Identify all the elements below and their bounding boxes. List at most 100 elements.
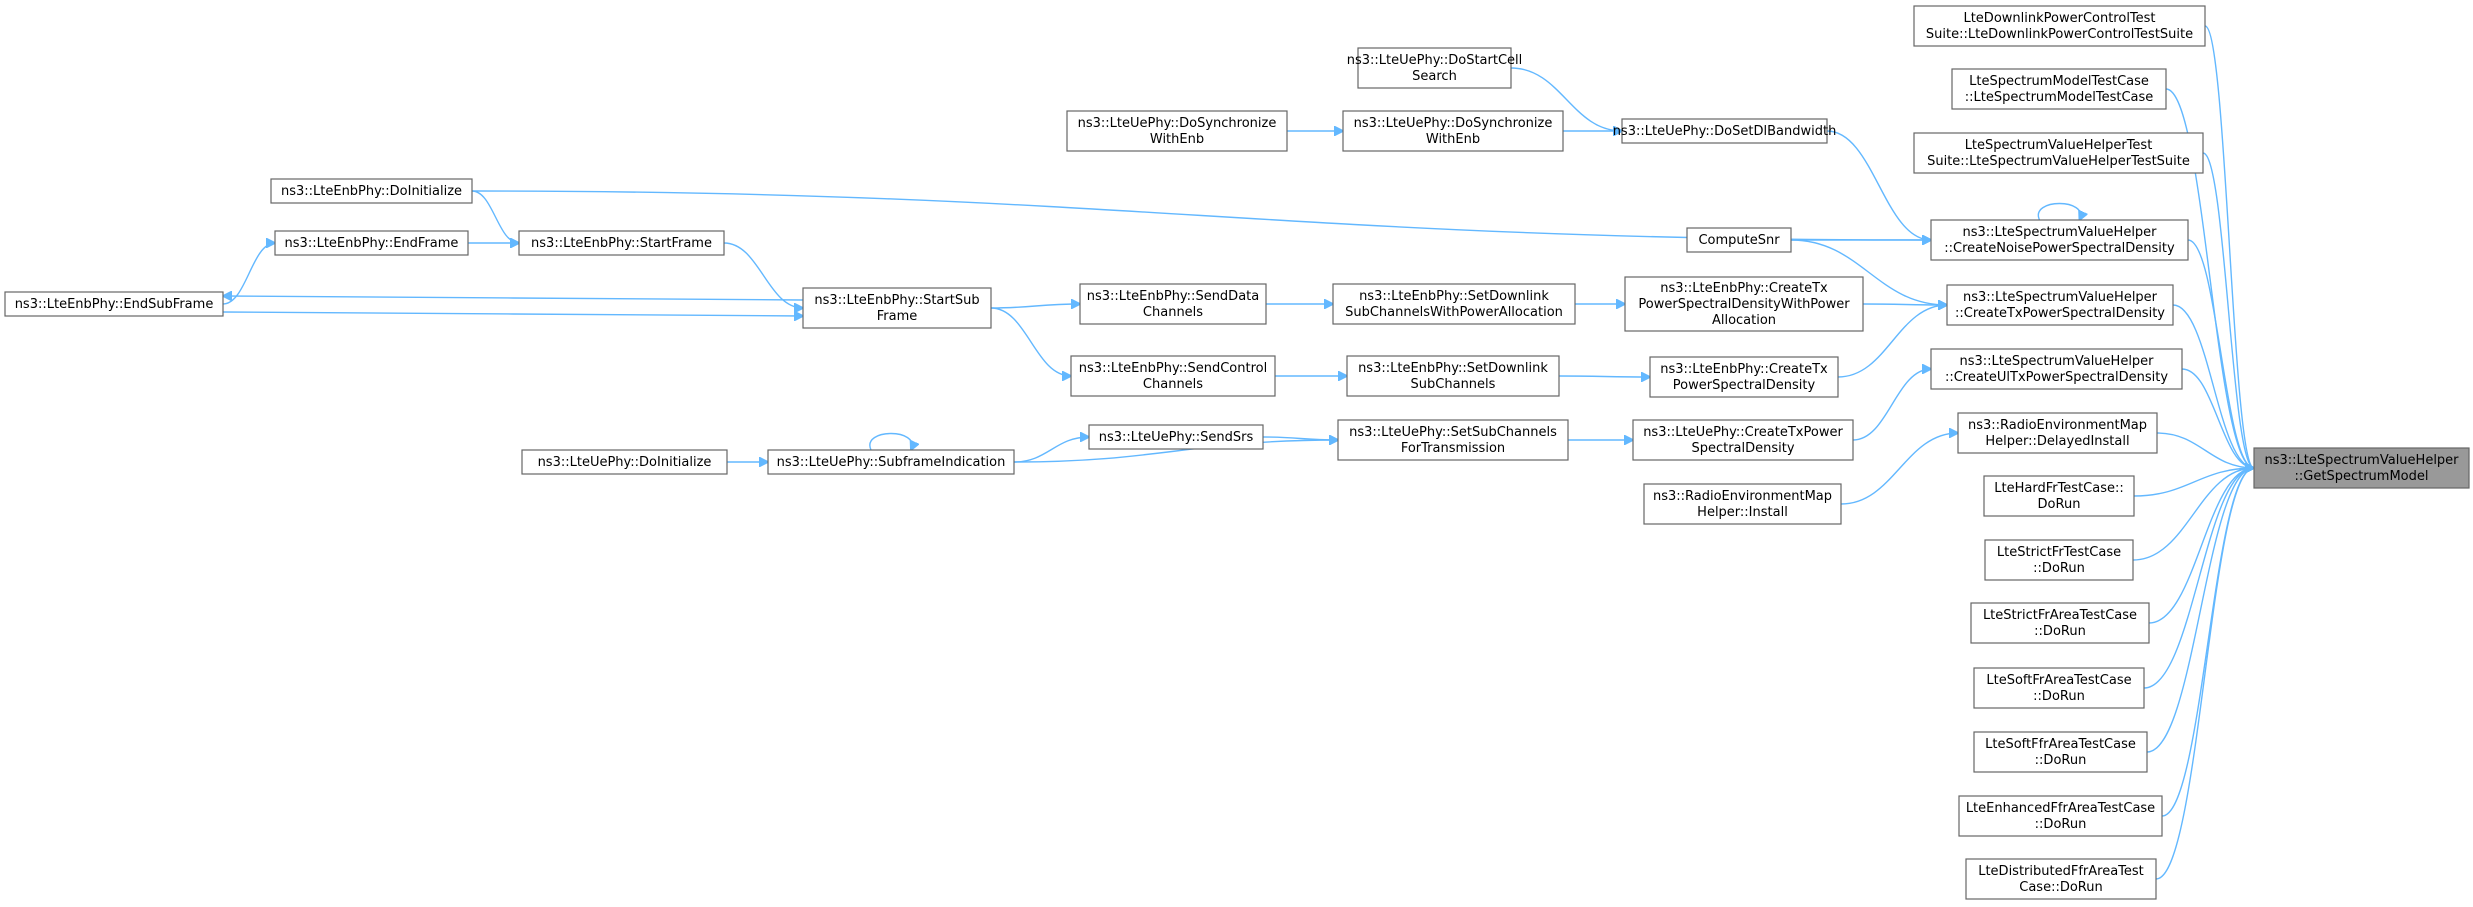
node-label: Allocation — [1712, 313, 1776, 328]
edge-startsub-to-endsubframe — [223, 296, 804, 300]
node-label: LteSoftFfrAreaTestCase — [1985, 737, 2136, 752]
node-cnpsd[interactable]: ns3::LteSpectrumValueHelper::CreateNoise… — [1930, 219, 2189, 261]
node-box[interactable] — [1337, 419, 1569, 461]
edge-distffra-to-root — [2155, 468, 2254, 880]
node-box[interactable] — [1632, 419, 1854, 461]
node-label: ns3::LteEnbPhy::StartSub — [814, 293, 979, 308]
node-ueinit[interactable]: ns3::LteUePhy::DoInitialize — [521, 449, 728, 475]
node-root[interactable]: ns3::LteSpectrumValueHelper::GetSpectrum… — [2253, 447, 2470, 489]
node-strictfr[interactable]: LteStrictFrTestCase::DoRun — [1984, 539, 2134, 581]
node-box[interactable] — [274, 230, 469, 256]
node-setsubtx[interactable]: ns3::LteUePhy::SetSubChannelsForTransmis… — [1337, 419, 1569, 461]
node-enbctx[interactable]: ns3::LteEnbPhy::CreateTxPowerSpectralDen… — [1649, 356, 1839, 398]
node-hardfr[interactable]: LteHardFrTestCase::DoRun — [1983, 475, 2135, 517]
node-box[interactable] — [1951, 68, 2167, 110]
node-cultx[interactable]: ns3::LteSpectrumValueHelper::CreateUlTxP… — [1930, 348, 2183, 390]
node-box[interactable] — [1088, 424, 1264, 450]
node-endframe[interactable]: ns3::LteEnbPhy::EndFrame — [274, 230, 469, 256]
node-box[interactable] — [1946, 284, 2174, 326]
node-startframe[interactable]: ns3::LteEnbPhy::StartFrame — [518, 230, 725, 256]
node-box[interactable] — [4, 291, 224, 317]
edge-endsubframe-to-startsub — [222, 312, 803, 316]
node-setdlwpa[interactable]: ns3::LteEnbPhy::SetDownlinkSubChannelsWi… — [1332, 283, 1576, 325]
node-enbctxwpa[interactable]: ns3::LteEnbPhy::CreateTxPowerSpectralDen… — [1624, 276, 1864, 332]
node-label: Frame — [877, 309, 918, 324]
node-box[interactable] — [1686, 227, 1792, 253]
node-computesnr[interactable]: ComputeSnr — [1686, 227, 1792, 253]
node-box[interactable] — [1346, 355, 1560, 397]
node-box[interactable] — [1965, 858, 2157, 900]
node-box[interactable] — [1973, 667, 2145, 709]
node-box[interactable] — [1984, 539, 2134, 581]
node-box[interactable] — [1970, 602, 2150, 644]
node-label: ns3::LteEnbPhy::SendData — [1087, 289, 1259, 304]
node-label: LteDistributedFfrAreaTest — [1978, 864, 2144, 879]
node-label: SubChannels — [1411, 377, 1496, 392]
node-endsubframe[interactable]: ns3::LteEnbPhy::EndSubFrame — [4, 291, 224, 317]
node-svht[interactable]: LteSpectrumValueHelperTestSuite::LteSpec… — [1913, 132, 2204, 174]
node-subind[interactable]: ns3::LteUePhy::SubframeIndication — [767, 449, 1015, 475]
node-label: Helper::Install — [1697, 505, 1788, 520]
node-label: Channels — [1143, 377, 1203, 392]
node-box[interactable] — [1621, 118, 1828, 144]
node-enbinit[interactable]: ns3::LteEnbPhy::DoInitialize — [270, 178, 473, 204]
node-smtc[interactable]: LteSpectrumModelTestCase::LteSpectrumMod… — [1951, 68, 2167, 110]
node-label: LteStrictFrAreaTestCase — [1983, 608, 2137, 623]
node-softfra[interactable]: LteSoftFrAreaTestCase::DoRun — [1973, 667, 2145, 709]
node-label: ::LteSpectrumModelTestCase — [1965, 90, 2154, 105]
node-box[interactable] — [1958, 795, 2163, 837]
node-box[interactable] — [1957, 412, 2158, 454]
node-box[interactable] — [1643, 483, 1842, 525]
node-box[interactable] — [1973, 731, 2148, 773]
node-setdlbw[interactable]: ns3::LteUePhy::DoSetDlBandwidth — [1613, 118, 1837, 144]
node-box[interactable] — [802, 287, 992, 329]
node-box[interactable] — [1983, 475, 2135, 517]
node-label: ns3::RadioEnvironmentMap — [1653, 489, 1832, 504]
node-sendsrs[interactable]: ns3::LteUePhy::SendSrs — [1088, 424, 1264, 450]
node-label: ns3::LteEnbPhy::SetDownlink — [1359, 289, 1549, 304]
node-box[interactable] — [767, 449, 1015, 475]
node-label: ::DoRun — [2034, 624, 2086, 639]
node-box[interactable] — [1913, 5, 2206, 47]
node-box[interactable] — [1079, 283, 1267, 325]
node-label: LteSpectrumValueHelperTest — [1965, 138, 2153, 153]
node-box[interactable] — [1070, 355, 1276, 397]
node-box[interactable] — [1930, 348, 2183, 390]
node-box[interactable] — [270, 178, 473, 204]
node-box[interactable] — [1357, 47, 1512, 89]
edge-startsub-to-senddata — [990, 304, 1080, 308]
node-label: SubChannelsWithPowerAllocation — [1345, 305, 1563, 320]
node-box[interactable] — [518, 230, 725, 256]
node-softffra[interactable]: LteSoftFfrAreaTestCase::DoRun — [1973, 731, 2148, 773]
node-enhffra[interactable]: LteEnhancedFfrAreaTestCase::DoRun — [1958, 795, 2163, 837]
node-dlpc[interactable]: LteDownlinkPowerControlTestSuite::LteDow… — [1913, 5, 2206, 47]
edge-enbinit-to-startframe — [471, 190, 519, 243]
node-box[interactable] — [1342, 110, 1564, 152]
node-box[interactable] — [1624, 276, 1864, 332]
node-box[interactable] — [1332, 283, 1576, 325]
node-box[interactable] — [1066, 110, 1288, 152]
node-box[interactable] — [1913, 132, 2204, 174]
node-remdi[interactable]: ns3::RadioEnvironmentMapHelper::DelayedI… — [1957, 412, 2158, 454]
node-strictfra[interactable]: LteStrictFrAreaTestCase::DoRun — [1970, 602, 2150, 644]
node-box[interactable] — [521, 449, 728, 475]
node-box[interactable] — [2253, 447, 2470, 489]
node-label: ns3::LteUePhy::DoSynchronize — [1354, 116, 1553, 131]
edge-uectx-to-cultx — [1852, 369, 1931, 441]
node-ctxpsd[interactable]: ns3::LteSpectrumValueHelper::CreateTxPow… — [1946, 284, 2174, 326]
node-box[interactable] — [1649, 356, 1839, 398]
node-label: LteSpectrumModelTestCase — [1969, 74, 2149, 89]
node-box[interactable] — [1930, 219, 2189, 261]
node-uectx[interactable]: ns3::LteUePhy::CreateTxPowerSpectralDens… — [1632, 419, 1854, 461]
edge-hardfr-to-root — [2133, 468, 2254, 497]
